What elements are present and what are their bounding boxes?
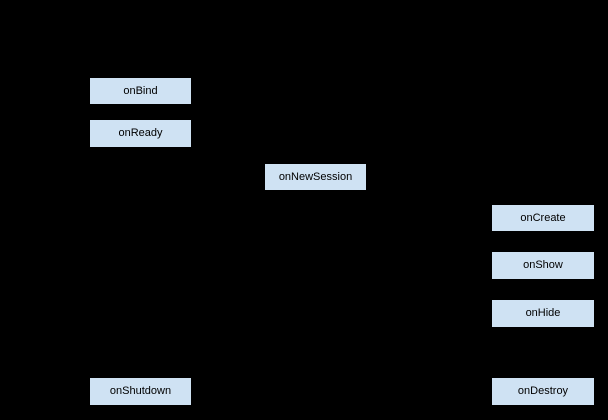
- node-onbind: onBind: [89, 77, 192, 105]
- node-onshutdown: onShutdown: [89, 377, 192, 406]
- node-onhide: onHide: [491, 299, 595, 328]
- node-ondestroy: onDestroy: [491, 377, 595, 406]
- node-onnewsession-label: onNewSession: [278, 170, 353, 183]
- node-onready: onReady: [89, 119, 192, 148]
- node-onbind-label: onBind: [123, 84, 158, 97]
- node-onshutdown-label: onShutdown: [109, 385, 172, 397]
- node-onshow: onShow: [491, 251, 595, 280]
- node-onnewsession: onNewSession: [264, 163, 367, 191]
- node-onready-label: onReady: [118, 127, 163, 139]
- node-onshow-label: onShow: [523, 259, 563, 271]
- node-oncreate-label: onCreate: [520, 211, 566, 224]
- node-oncreate: onCreate: [491, 204, 595, 232]
- node-onhide-label: onHide: [525, 307, 561, 319]
- node-ondestroy-label: onDestroy: [517, 385, 569, 397]
